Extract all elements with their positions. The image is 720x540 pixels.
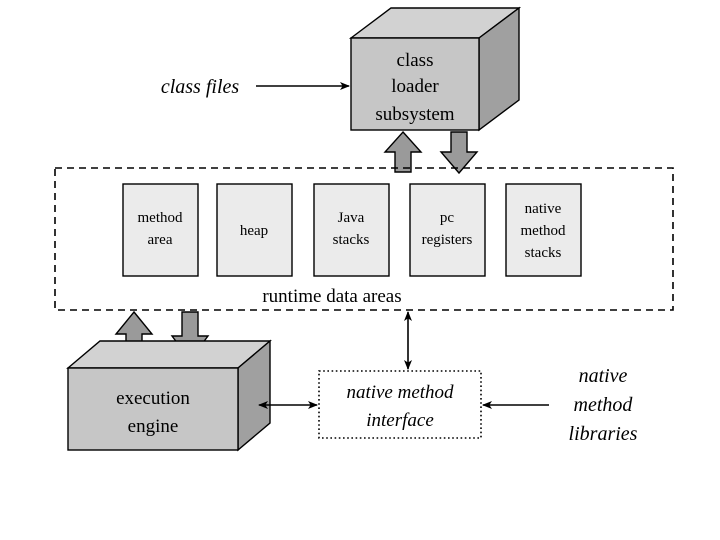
native-method-interface-box[interactable]: native method interface	[318, 370, 482, 439]
native-method-libraries-label-line3: libraries	[569, 423, 638, 445]
execution-engine-box-top-face	[66, 340, 272, 369]
execution-engine-box-front-face	[67, 367, 239, 451]
runtime-data-area-boxes: method area heap Java stacks pc register…	[122, 183, 582, 277]
execution-engine-label-line1: execution	[116, 388, 190, 409]
execution-engine-label-line2: engine	[128, 416, 179, 437]
method-area-label-line1: method	[138, 210, 183, 226]
loader-to-runtime-down-block-arrow	[439, 131, 479, 175]
native-method-stacks-label-line3: stacks	[525, 245, 562, 261]
pc-registers-rect	[409, 183, 486, 277]
java-stacks-label-line1: Java	[338, 210, 365, 226]
runtime-box-heap[interactable]: heap	[216, 183, 293, 277]
class-loader-label-line3: subsystem	[375, 104, 454, 125]
runtime-box-method-area[interactable]: method area	[122, 183, 199, 277]
native-method-libraries-label-line1: native	[579, 365, 628, 387]
runtime-box-native-method-stacks[interactable]: native method stacks	[505, 183, 582, 277]
native-method-interface-label-line1: native method	[346, 382, 454, 403]
heap-rect	[216, 183, 293, 277]
class-loader-subsystem-box[interactable]: class loader subsystem	[348, 6, 522, 132]
native-method-libraries-label-line2: method	[574, 394, 634, 416]
runtime-data-areas-caption: runtime data areas	[262, 286, 401, 307]
class-loader-label-line2: loader	[391, 76, 439, 97]
pc-registers-label-line1: pc	[440, 210, 455, 226]
native-method-stacks-label-line2: method	[521, 223, 566, 239]
class-files-label: class files	[161, 76, 240, 98]
runtime-data-areas-region	[54, 167, 674, 311]
java-stacks-label-line2: stacks	[333, 232, 370, 248]
loader-to-runtime-up-block-arrow	[383, 130, 423, 173]
class-loader-label-line1: class	[397, 50, 434, 71]
native-method-stacks-label-line1: native	[525, 201, 562, 217]
native-method-stacks-rect	[505, 183, 582, 277]
method-area-label-line2: area	[148, 232, 173, 248]
runtime-box-pc-registers[interactable]: pc registers	[409, 183, 486, 277]
heap-label-line1: heap	[240, 223, 268, 239]
runtime-box-java-stacks[interactable]: Java stacks	[313, 183, 390, 277]
native-method-interface-rect	[318, 370, 482, 439]
java-stacks-rect	[313, 183, 390, 277]
method-area-rect	[122, 183, 199, 277]
class-loader-box-front-face	[350, 37, 480, 131]
execution-engine-box[interactable]: execution engine	[66, 339, 272, 452]
pc-registers-label-line2: registers	[422, 232, 473, 248]
native-method-interface-label-line2: interface	[366, 410, 434, 431]
